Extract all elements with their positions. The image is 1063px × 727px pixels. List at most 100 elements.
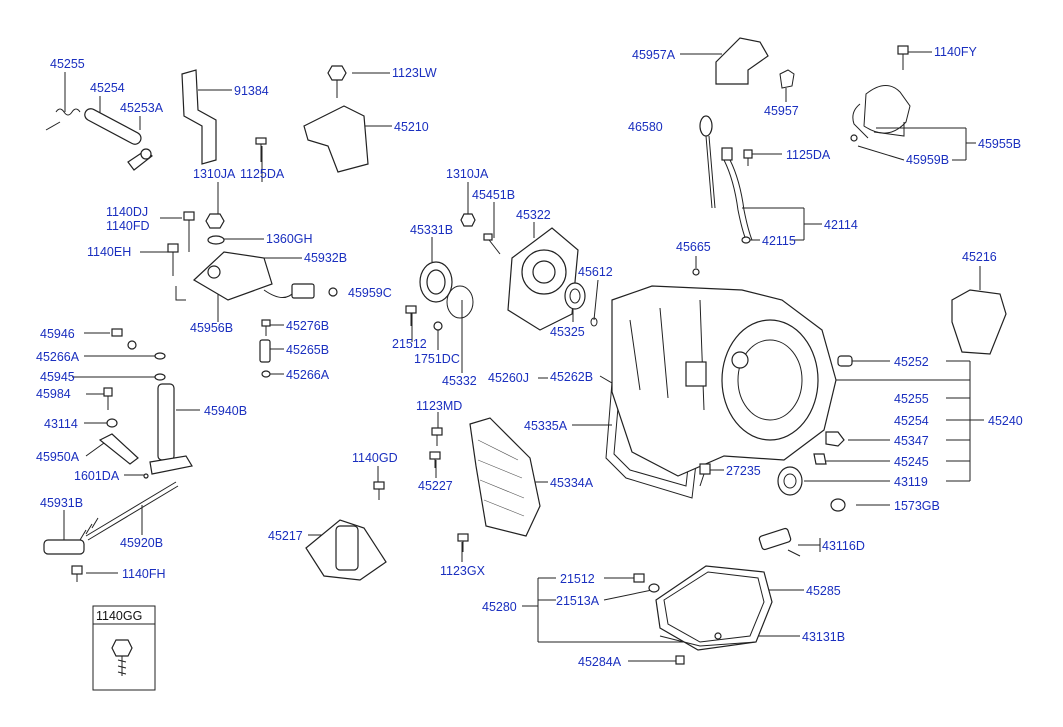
label-43116d: 43116D bbox=[822, 539, 865, 553]
label-45255-top: 45255 bbox=[50, 57, 85, 71]
label-45266a-right: 45266A bbox=[286, 368, 330, 382]
label-1123lw: 1123LW bbox=[392, 66, 437, 80]
label-45959b: 45959B bbox=[906, 153, 949, 167]
oil-pump-45322 bbox=[507, 227, 579, 331]
label-45254-right: 45254 bbox=[894, 414, 929, 428]
stud-45451b bbox=[483, 233, 501, 255]
plug-45347 bbox=[825, 431, 845, 447]
shift-shaft-assembly bbox=[45, 108, 153, 171]
shift-cable-45920b bbox=[79, 481, 179, 541]
oring-45959c bbox=[328, 287, 338, 297]
label-45266a-left: 45266A bbox=[36, 350, 80, 364]
label-45955b: 45955B bbox=[978, 137, 1021, 151]
inset-box-1140gg bbox=[92, 605, 156, 691]
plug-45665 bbox=[692, 268, 700, 276]
label-45920b: 45920B bbox=[120, 536, 163, 550]
label-43131b: 43131B bbox=[802, 630, 845, 644]
label-21513a: 21513A bbox=[556, 594, 600, 608]
label-45245: 45245 bbox=[894, 455, 929, 469]
label-45956b: 45956B bbox=[190, 321, 233, 335]
bolt-1123md bbox=[431, 427, 443, 446]
label-45284a: 45284A bbox=[578, 655, 622, 669]
label-1140dj: 1140DJ bbox=[106, 205, 148, 219]
bolt-1123lw bbox=[327, 65, 347, 98]
clip-45957 bbox=[779, 69, 795, 89]
label-45276b: 45276B bbox=[286, 319, 329, 333]
seal-43119 bbox=[777, 466, 803, 496]
label-21512-mid: 21512 bbox=[392, 337, 427, 351]
label-45285: 45285 bbox=[806, 584, 841, 598]
label-45950a: 45950A bbox=[36, 450, 80, 464]
seal-45252 bbox=[837, 355, 853, 367]
oring-45266a-left bbox=[154, 352, 166, 360]
label-45227: 45227 bbox=[418, 479, 453, 493]
bolt-45984 bbox=[103, 387, 113, 410]
bolt-1140dj bbox=[183, 211, 195, 252]
label-45260j: 45260J bbox=[488, 371, 529, 385]
label-1310ja-mid: 1310JA bbox=[446, 167, 489, 181]
label-45932b: 45932B bbox=[304, 251, 347, 265]
label-45253a: 45253A bbox=[120, 101, 164, 115]
label-45957a: 45957A bbox=[632, 48, 676, 62]
label-1360gh: 1360GH bbox=[266, 232, 313, 246]
label-43119: 43119 bbox=[894, 475, 928, 489]
label-1140fh: 1140FH bbox=[122, 567, 166, 581]
label-45322: 45322 bbox=[516, 208, 551, 222]
oring-45332 bbox=[446, 285, 474, 319]
label-45940b: 45940B bbox=[204, 404, 247, 418]
bolt-1140eh bbox=[167, 243, 179, 276]
mount-bracket-45216 bbox=[951, 289, 1007, 355]
oil-pan-45280 bbox=[655, 565, 773, 651]
label-1601da: 1601DA bbox=[74, 469, 120, 483]
label-45984: 45984 bbox=[36, 387, 71, 401]
label-45665: 45665 bbox=[676, 240, 711, 254]
label-45240: 45240 bbox=[988, 414, 1023, 428]
transaxle-case-45240 bbox=[611, 285, 837, 477]
label-45347: 45347 bbox=[894, 434, 929, 448]
label-1140gd: 1140GD bbox=[352, 451, 398, 465]
washer-1360gh bbox=[207, 235, 225, 245]
lever-45950a bbox=[98, 433, 139, 465]
oring-45266a-right bbox=[261, 370, 271, 378]
label-1140fd: 1140FD bbox=[106, 219, 150, 233]
label-45335a: 45335A bbox=[524, 419, 568, 433]
label-45210: 45210 bbox=[394, 120, 429, 134]
label-45612: 45612 bbox=[578, 265, 613, 279]
plug-1573gb bbox=[830, 498, 846, 512]
part-illustrations bbox=[43, 37, 1007, 691]
label-21512-pan: 21512 bbox=[560, 572, 595, 586]
label-91384: 91384 bbox=[234, 84, 269, 98]
label-45265b: 45265B bbox=[286, 343, 329, 357]
label-1125da-left: 1125DA bbox=[240, 167, 285, 181]
inhibitor-switch-45956b bbox=[175, 251, 315, 301]
bolt-1125da-left bbox=[255, 137, 267, 162]
bolt-1140fy bbox=[897, 45, 909, 70]
label-45451b: 45451B bbox=[472, 188, 515, 202]
label-45957: 45957 bbox=[764, 104, 799, 118]
label-1140eh: 1140EH bbox=[87, 245, 131, 259]
dipstick-46580 bbox=[699, 115, 716, 209]
label-1310ja-left: 1310JA bbox=[193, 167, 236, 181]
label-45216: 45216 bbox=[962, 250, 997, 264]
label-46580: 46580 bbox=[628, 120, 663, 134]
nut-1310ja-mid bbox=[460, 213, 476, 227]
label-42114: 42114 bbox=[824, 218, 858, 232]
bolt-21512-pan bbox=[633, 573, 645, 583]
sensor-43116d bbox=[758, 527, 801, 557]
label-1751dc: 1751DC bbox=[414, 352, 460, 366]
bolt-45284a bbox=[675, 655, 685, 665]
seal-45325 bbox=[564, 282, 586, 310]
label-45931b: 45931B bbox=[40, 496, 83, 510]
washer-21513a bbox=[648, 583, 660, 593]
bolt-27235 bbox=[699, 463, 711, 487]
plug-1751dc bbox=[433, 321, 443, 331]
bolt-45227 bbox=[429, 451, 441, 468]
bracket-45210 bbox=[303, 105, 369, 173]
pin-1601da bbox=[143, 473, 149, 479]
label-45255-right: 45255 bbox=[894, 392, 929, 406]
label-1125da-right: 1125DA bbox=[786, 148, 831, 162]
pin-45245 bbox=[813, 453, 827, 465]
bolt-21512-mid bbox=[405, 305, 417, 326]
label-45334a: 45334A bbox=[550, 476, 594, 490]
